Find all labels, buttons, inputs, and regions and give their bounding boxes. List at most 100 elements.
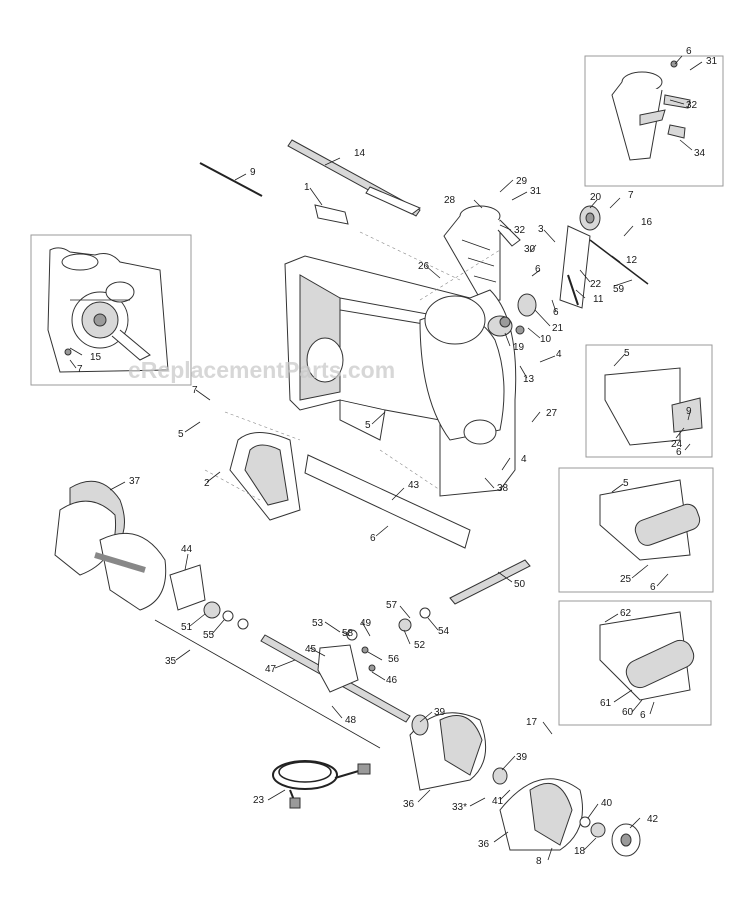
auger-housing xyxy=(284,255,517,497)
callout-43: 43 xyxy=(408,480,420,491)
callout-60: 60 xyxy=(622,707,634,718)
watermark: eReplacementParts.com xyxy=(128,357,395,383)
callout-61: 61 xyxy=(600,698,612,709)
callout-4a: 4 xyxy=(556,349,562,360)
callout-14: 14 xyxy=(354,148,366,159)
callout-21: 21 xyxy=(552,323,564,334)
callout-50: 50 xyxy=(514,579,526,590)
key-56 xyxy=(361,646,369,654)
skid-shoe-bracket-a xyxy=(604,367,681,446)
skid-shoe-61 xyxy=(625,639,695,689)
callout-33: 33* xyxy=(452,802,467,813)
callout-9: 9 xyxy=(250,167,256,178)
skid-shoe-24 xyxy=(671,397,703,433)
callout-39b: 39 xyxy=(516,752,528,763)
callout-3: 3 xyxy=(538,224,544,235)
callout-23: 23 xyxy=(253,795,265,806)
callout-30: 30 xyxy=(524,244,536,255)
callout-19: 19 xyxy=(513,342,525,353)
callout-9b: 9 xyxy=(686,406,692,417)
seal-54 xyxy=(419,607,431,619)
callout-55: 55 xyxy=(203,630,215,641)
callout-31a: 31 xyxy=(706,56,718,67)
callout-34: 34 xyxy=(694,148,706,159)
callout-10: 10 xyxy=(540,334,552,345)
callout-7c: 7 xyxy=(192,385,198,396)
callout-15: 15 xyxy=(90,352,102,363)
callout-57: 57 xyxy=(386,600,398,611)
impeller-housing-2 xyxy=(229,432,301,521)
callout-18: 18 xyxy=(574,846,586,857)
drive-shaft-50 xyxy=(449,559,531,605)
callout-48: 48 xyxy=(345,715,357,726)
callout-31b: 31 xyxy=(530,186,542,197)
callout-36a: 36 xyxy=(403,799,415,810)
bracket-1 xyxy=(314,204,349,225)
inset-auger-view xyxy=(47,247,169,373)
callout-4b: 4 xyxy=(521,454,527,465)
callout-49: 49 xyxy=(360,618,372,629)
bearing-52 xyxy=(398,618,412,632)
inset-skid-shoe-box xyxy=(585,344,713,458)
callout-2: 2 xyxy=(204,478,210,489)
washer-55 xyxy=(222,610,234,622)
callout-5a: 5 xyxy=(178,429,184,440)
callout-46: 46 xyxy=(386,675,398,686)
callout-6g: 6 xyxy=(640,710,646,721)
callout-52: 52 xyxy=(414,640,426,651)
skid-shoe-25 xyxy=(634,503,701,546)
inset-skid-shoe-roller-box xyxy=(558,600,712,726)
callout-38: 38 xyxy=(497,483,509,494)
callout-42: 42 xyxy=(647,814,659,825)
callout-39a: 39 xyxy=(434,707,446,718)
callout-12: 12 xyxy=(626,255,638,266)
callout-7b: 7 xyxy=(77,364,83,375)
callout-6b: 6 xyxy=(535,264,541,275)
callout-56: 56 xyxy=(388,654,400,665)
callout-32a: 32 xyxy=(686,100,698,111)
screw-46 xyxy=(368,664,376,672)
bracket-22 xyxy=(559,225,591,309)
assembly-line-35 xyxy=(154,619,381,749)
bearing-21 xyxy=(517,293,537,317)
callout-36b: 36 xyxy=(478,839,490,850)
washer-55b xyxy=(237,618,249,630)
callout-45: 45 xyxy=(305,644,317,655)
leader-lines xyxy=(69,55,703,861)
spring-11 xyxy=(567,274,579,306)
callout-11: 11 xyxy=(593,294,604,305)
chute-28 xyxy=(443,205,521,303)
auger-half-36b xyxy=(499,778,606,851)
inset-chute xyxy=(611,60,691,161)
callout-59: 59 xyxy=(613,284,625,295)
callout-22: 22 xyxy=(590,279,602,290)
callout-5c: 5 xyxy=(365,420,371,431)
inset-chute-box xyxy=(584,55,724,187)
callout-32b: 32 xyxy=(514,225,526,236)
callout-24: 24 xyxy=(671,439,683,450)
callout-6c: 6 xyxy=(553,307,559,318)
power-cord-23 xyxy=(272,760,371,809)
callout-5b: 5 xyxy=(624,348,630,359)
inset-skid-shoe-plastic-box xyxy=(558,467,714,593)
cable-59 xyxy=(589,239,649,285)
callout-37: 37 xyxy=(129,476,141,487)
callout-6d: 6 xyxy=(676,447,682,458)
callout-40: 40 xyxy=(601,798,613,809)
bushing-58 xyxy=(346,629,358,641)
callout-8: 8 xyxy=(536,856,542,867)
callout-51: 51 xyxy=(181,622,193,633)
washer-10 xyxy=(515,325,525,335)
rod-9 xyxy=(199,162,263,197)
brace-43 xyxy=(304,454,471,549)
callout-20: 20 xyxy=(590,192,602,203)
callout-6a: 6 xyxy=(686,46,692,57)
callout-28: 28 xyxy=(444,195,456,206)
bearing-51 xyxy=(203,601,221,619)
gearbox-44 xyxy=(169,564,206,611)
callout-16: 16 xyxy=(641,217,653,228)
callout-6f: 6 xyxy=(650,582,656,593)
callout-54: 54 xyxy=(438,626,450,637)
